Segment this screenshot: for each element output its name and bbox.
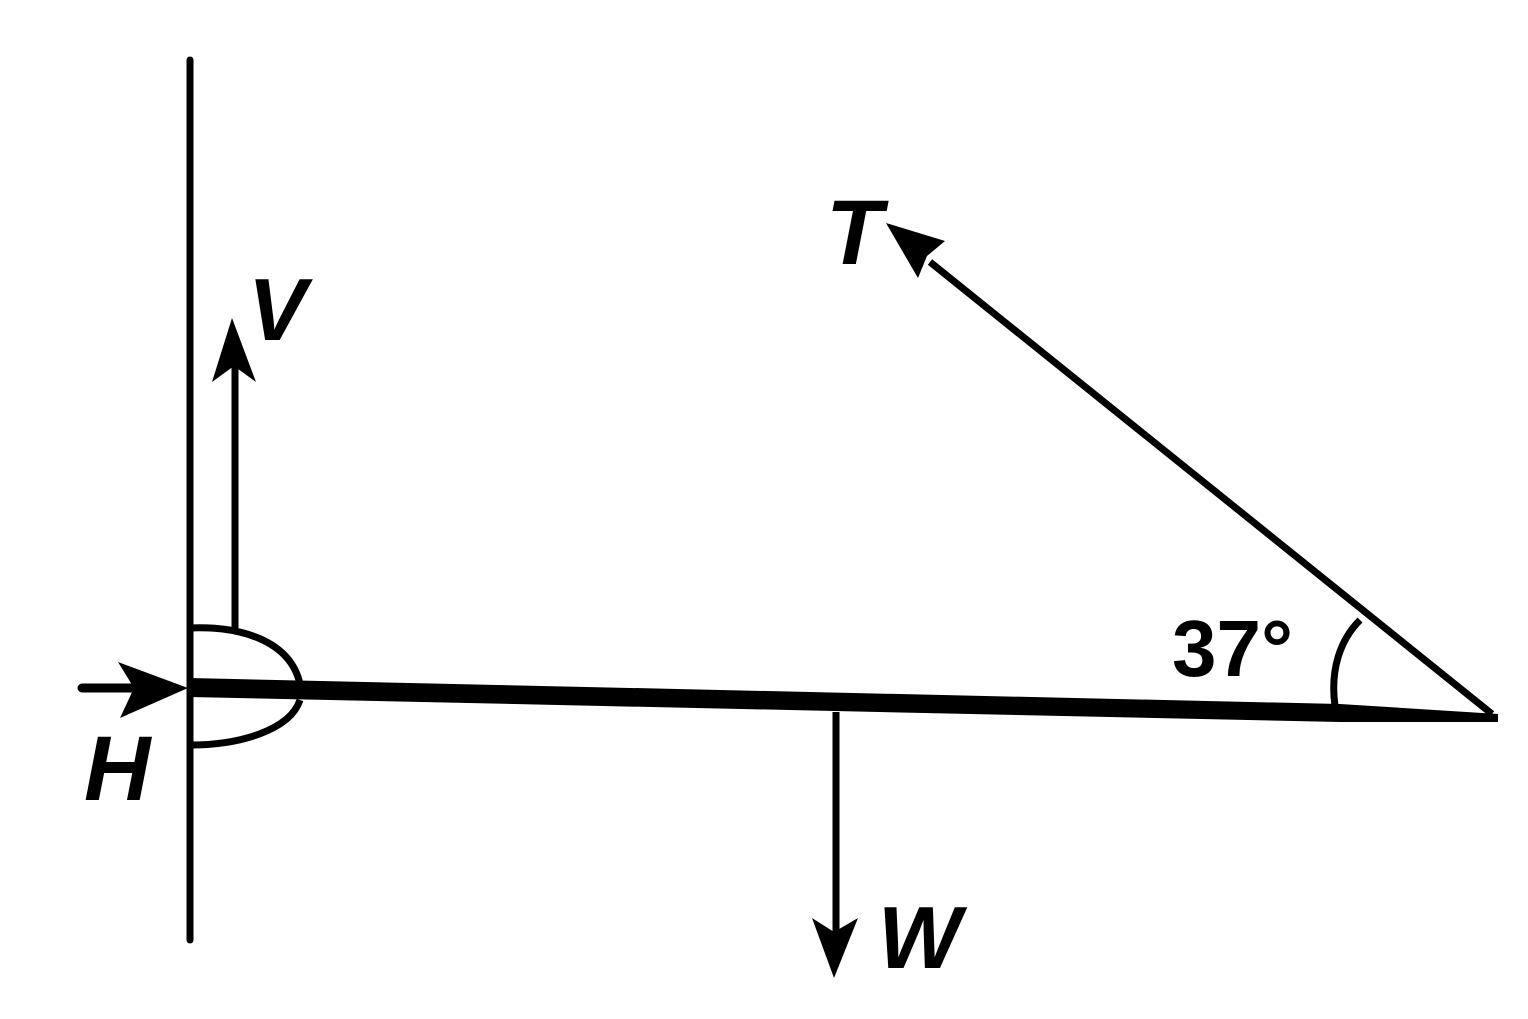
arrowhead-up-left-icon [886,223,945,278]
force-w-label: W [878,888,968,987]
hinge [189,624,304,749]
force-v-arrow [212,318,256,628]
force-t-arrow [886,223,1495,717]
force-t-label: T [826,182,889,284]
beam [190,678,1498,722]
arrowhead-right-icon [118,662,188,718]
force-h-label: H [84,718,153,820]
angle-label: 37° [1172,604,1293,693]
force-h-arrow [77,662,188,718]
force-v-label: V [248,260,313,359]
force-w-arrow [812,712,858,978]
arrowhead-down-icon [812,918,858,978]
angle-arc [1330,617,1363,707]
arrowhead-up-icon [212,318,256,382]
